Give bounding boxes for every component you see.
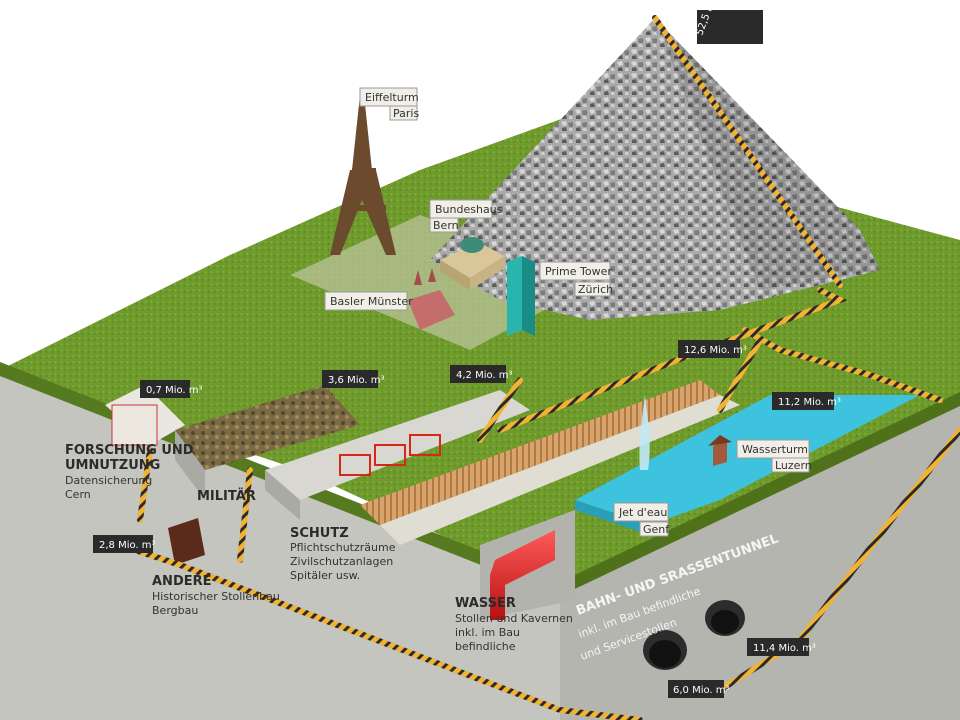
svg-text:ANDERE: ANDERE bbox=[152, 574, 212, 589]
pit-militaer-wall bbox=[175, 430, 205, 500]
label-andere: ANDERE Historischer Stollenbau Bergbau bbox=[152, 574, 280, 617]
svg-text:Spitäler usw.: Spitäler usw. bbox=[290, 569, 360, 582]
belt-diag-4 bbox=[717, 337, 763, 413]
tunnel-portal-2 bbox=[705, 600, 745, 636]
eiffel-tower-model bbox=[330, 95, 396, 255]
svg-text:SCHUTZ: SCHUTZ bbox=[290, 526, 349, 541]
svg-text:6,0 Mio. m³: 6,0 Mio. m³ bbox=[673, 685, 730, 696]
svg-text:Eiffelturm: Eiffelturm bbox=[365, 91, 419, 104]
jet-d-eau-fountain bbox=[639, 395, 650, 470]
svg-text:Bundeshaus: Bundeshaus bbox=[435, 203, 503, 216]
svg-text:2,8 Mio. m³: 2,8 Mio. m³ bbox=[99, 540, 156, 551]
svg-text:Stollen und Kavernen: Stollen und Kavernen bbox=[455, 612, 573, 625]
svg-text:11,4 Mio. m³: 11,4 Mio. m³ bbox=[753, 643, 816, 654]
pit-schutz-wall bbox=[265, 470, 300, 520]
volume-tag-militaer: 3,6 Mio. m³ bbox=[322, 370, 385, 388]
volume-tag-wasser-b: 11,2 Mio. m³ bbox=[772, 392, 841, 410]
svg-text:Zürich: Zürich bbox=[578, 283, 613, 296]
svg-text:3,6 Mio. m³: 3,6 Mio. m³ bbox=[328, 375, 385, 386]
svg-text:befindliche: befindliche bbox=[455, 640, 516, 653]
landmark-tag-basel: Basler Münster bbox=[324, 291, 413, 311]
svg-text:Bergbau: Bergbau bbox=[152, 604, 198, 617]
svg-text:Bern: Bern bbox=[433, 219, 459, 232]
svg-text:11,2 Mio. m³: 11,2 Mio. m³ bbox=[778, 397, 841, 408]
volume-tag-schutz: 4,2 Mio. m³ bbox=[450, 365, 513, 383]
volume-tag-andere: 2,8 Mio. m³ bbox=[93, 535, 156, 553]
svg-text:Paris: Paris bbox=[393, 107, 419, 120]
svg-text:Zivilschutzanlagen: Zivilschutzanlagen bbox=[290, 555, 393, 568]
rock-pile-shade bbox=[655, 18, 880, 290]
water-pool-edge bbox=[575, 500, 650, 535]
volume-tag-forschung: 0,7 Mio. m³ bbox=[140, 380, 203, 398]
water-pool bbox=[575, 395, 920, 525]
landmark-tag-eiffel: Eiffelturm Paris bbox=[359, 87, 419, 121]
corridor-fence bbox=[360, 380, 720, 525]
svg-text:UMNUTZUNG: UMNUTZUNG bbox=[65, 458, 160, 473]
volume-tag-bahn-a: 11,4 Mio. m³ bbox=[747, 638, 816, 656]
svg-text:0,7 Mio. m³: 0,7 Mio. m³ bbox=[146, 385, 203, 396]
svg-text:inkl. im Bau: inkl. im Bau bbox=[455, 626, 520, 639]
wasserturm-model bbox=[708, 435, 732, 466]
svg-text:Jet d'eau: Jet d'eau bbox=[618, 506, 667, 519]
svg-text:MILITÄR: MILITÄR bbox=[197, 488, 256, 504]
bundeshaus-model bbox=[440, 237, 505, 290]
svg-text:Cern: Cern bbox=[65, 488, 91, 501]
svg-text:Historischer Stollenbau: Historischer Stollenbau bbox=[152, 590, 280, 603]
label-wasser: WASSER Stollen und Kavernen inkl. im Bau… bbox=[455, 596, 573, 653]
belt-diag-1 bbox=[137, 447, 153, 523]
belt-andere bbox=[117, 542, 643, 720]
svg-text:Prime Tower: Prime Tower bbox=[545, 265, 612, 278]
ground-front-face bbox=[0, 370, 560, 720]
belt-diag-3 bbox=[477, 377, 523, 443]
pit-andere-entrance bbox=[168, 518, 205, 565]
landmark-tag-prime: Prime Tower Zürich bbox=[539, 261, 613, 297]
svg-text:Wasserturm: Wasserturm bbox=[742, 443, 808, 456]
prime-tower-model bbox=[507, 256, 535, 336]
svg-text:FORSCHUNG UND: FORSCHUNG UND bbox=[65, 443, 194, 458]
rock-pile bbox=[430, 18, 880, 320]
volume-tag-total: 52,5 Mio. m³ bbox=[694, 0, 763, 44]
pit-militaer bbox=[175, 385, 360, 470]
tunnel-portal-1 bbox=[643, 630, 687, 670]
belt-main-pile bbox=[652, 15, 843, 288]
svg-text:4,2 Mio. m³: 4,2 Mio. m³ bbox=[456, 370, 513, 381]
bunk-beds bbox=[339, 434, 441, 476]
landmark-tag-bundeshaus: Bundeshaus Bern bbox=[429, 199, 503, 233]
label-forschung: FORSCHUNG UND UMNUTZUNG Datensicherung C… bbox=[65, 443, 194, 501]
svg-text:Genf: Genf bbox=[643, 523, 670, 536]
belt-diag-2 bbox=[237, 467, 253, 563]
svg-text:WASSER: WASSER bbox=[455, 596, 516, 611]
corridor-floor bbox=[380, 395, 740, 545]
volume-tag-bahn-b: 6,0 Mio. m³ bbox=[668, 680, 730, 698]
basler-muenster-model bbox=[408, 268, 455, 330]
label-militaer: MILITÄR bbox=[197, 488, 256, 504]
svg-text:Datensicherung: Datensicherung bbox=[65, 474, 152, 487]
red-pipes bbox=[490, 530, 555, 620]
landmark-tag-wasserturm: Wasserturm Luzern bbox=[736, 439, 812, 473]
volume-tag-wasser-a: 12,6 Mio. m³ bbox=[678, 340, 747, 358]
belt-top-bottom bbox=[497, 287, 848, 433]
svg-text:Luzern: Luzern bbox=[775, 459, 812, 472]
landmark-tag-jetdeau: Jet d'eau Genf bbox=[613, 502, 670, 537]
forschung-room bbox=[111, 404, 158, 446]
svg-text:Basler Münster: Basler Münster bbox=[330, 295, 413, 308]
svg-text:12,6 Mio. m³: 12,6 Mio. m³ bbox=[684, 345, 747, 356]
label-schutz: SCHUTZ Pflichtschutzräume Zivilschutzanl… bbox=[290, 526, 396, 582]
svg-text:Pflichtschutzräume: Pflichtschutzräume bbox=[290, 541, 396, 554]
grass-edge-right bbox=[560, 392, 960, 596]
